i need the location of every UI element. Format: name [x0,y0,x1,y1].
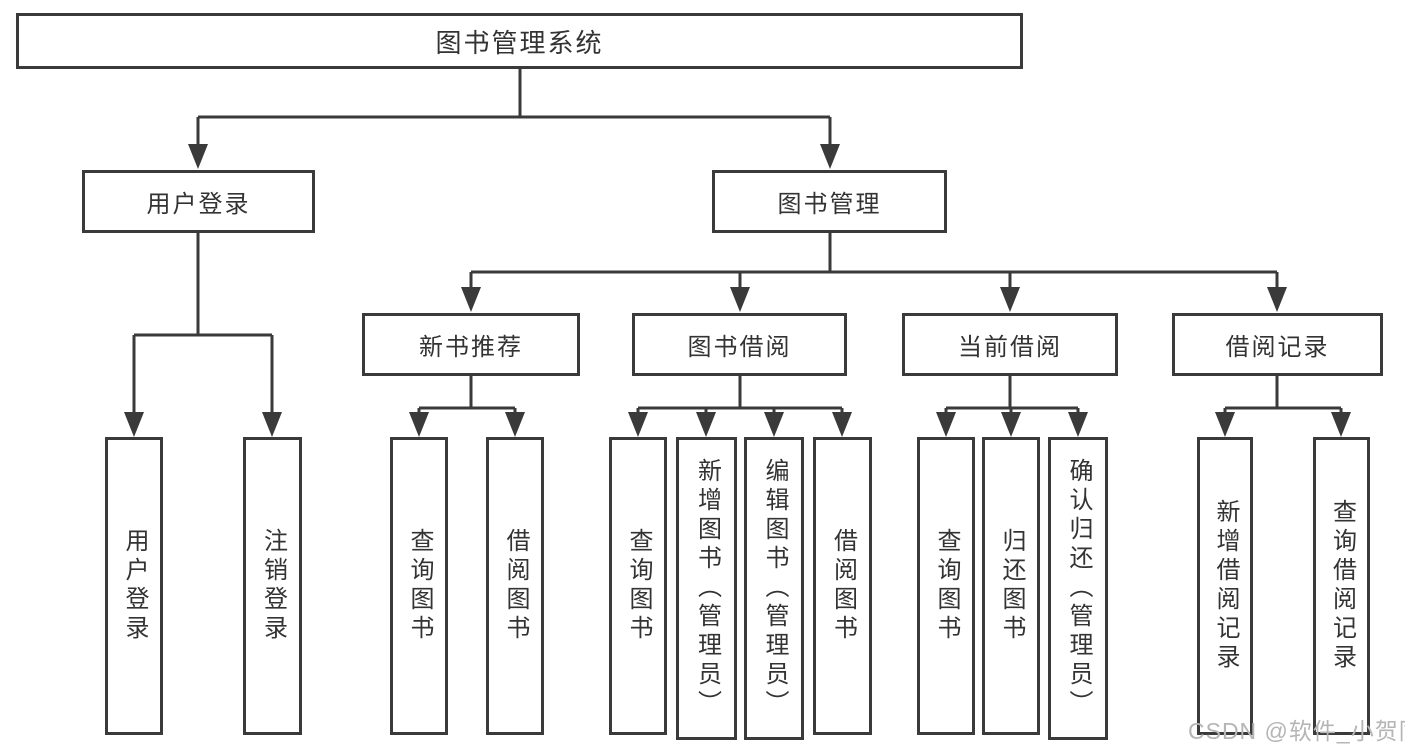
connector-book-mgmt-branch [469,233,1279,293]
node-borrow-records: 借阅记录 [1172,313,1383,376]
leaf-add-borrow-record: 新增借阅记录 [1197,437,1253,735]
connector-user-login-branch [132,233,274,418]
leaf-query-books-borrow: 查询图书 [609,437,667,735]
leaf-query-books-recommend: 查询图书 [390,437,448,735]
arrowheads [124,144,1351,437]
leaf-user-login: 用户登录 [105,437,163,735]
node-library-management-system: 图书管理系统 [16,13,1023,69]
connector-borrow-records-branch [1223,376,1343,418]
leaf-return-books: 归还图书 [982,437,1040,735]
leaf-logout: 注销登录 [243,437,302,735]
connector-root-to-level2 [196,69,832,150]
connector-current-borrow-branch [944,376,1080,418]
leaf-query-books-current: 查询图书 [917,437,975,735]
watermark: CSDN @软件_小贺同学 [1188,718,1405,744]
connector-new-book-branch [417,376,517,418]
node-book-management: 图书管理 [712,170,947,233]
connector-book-borrow-branch [636,376,844,418]
leaf-borrow-books-recommend: 借阅图书 [486,437,544,735]
node-current-borrow: 当前借阅 [902,313,1118,376]
node-new-book-recommend: 新书推荐 [362,313,580,376]
leaf-query-borrow-record: 查询借阅记录 [1313,437,1370,735]
leaf-edit-books-admin: 编辑图书（管理员） [744,437,804,740]
leaf-add-books-admin: 新增图书（管理员） [676,437,737,740]
leaf-borrow-books: 借阅图书 [813,437,872,735]
node-book-borrow: 图书借阅 [632,313,847,376]
node-user-login: 用户登录 [82,170,315,233]
leaf-confirm-return-admin: 确认归还（管理员） [1048,437,1108,740]
